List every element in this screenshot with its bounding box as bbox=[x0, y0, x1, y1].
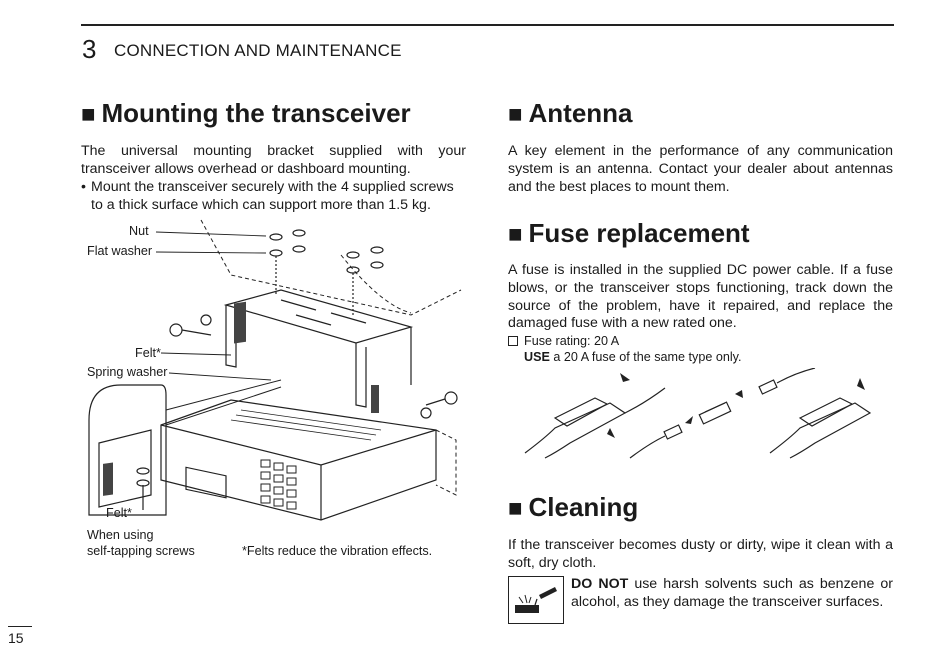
antenna-heading: ■Antenna bbox=[508, 98, 633, 130]
label-spring-washer: Spring washer bbox=[87, 365, 168, 379]
chapter-title: CONNECTION AND MAINTENANCE bbox=[114, 41, 402, 60]
label-felt: Felt* bbox=[135, 346, 161, 360]
cleaning-heading: ■Cleaning bbox=[508, 492, 638, 524]
cleaning-body: If the transceiver becomes dusty or dirt… bbox=[508, 537, 893, 571]
fuse-body: A fuse is installed in the supplied DC p… bbox=[508, 262, 893, 332]
warning-icon bbox=[508, 576, 564, 624]
fuse-rating: Fuse rating: 20 A bbox=[524, 334, 620, 348]
heading-square-icon: ■ bbox=[508, 221, 523, 248]
chemical-warning-icon bbox=[515, 587, 557, 613]
fuse-use-line: USE a 20 A fuse of the same type only. bbox=[524, 349, 742, 365]
warning-text: use harsh solvents such as benzene or al… bbox=[571, 576, 893, 610]
fuse-illustration bbox=[524, 368, 872, 459]
fuse-use-bold: USE bbox=[524, 350, 550, 364]
label-self-tapping: self-tapping screws bbox=[87, 544, 195, 558]
label-flat-washer: Flat washer bbox=[87, 244, 153, 258]
heading-square-icon: ■ bbox=[508, 101, 523, 128]
mounting-title: Mounting the transceiver bbox=[101, 98, 411, 128]
mounting-heading: ■Mounting the transceiver bbox=[81, 98, 411, 130]
bullet-dot-icon: • bbox=[81, 179, 86, 195]
cleaning-title: Cleaning bbox=[528, 492, 639, 522]
antenna-title: Antenna bbox=[528, 98, 633, 128]
chapter-number: 3 bbox=[82, 34, 97, 64]
fuse-heading: ■Fuse replacement bbox=[508, 218, 750, 250]
fuse-rating-line: Fuse rating: 20 A bbox=[508, 333, 619, 349]
warning-bold: DO NOT bbox=[571, 576, 629, 592]
antenna-body: A key element in the performance of any … bbox=[508, 143, 893, 195]
checkbox-icon bbox=[508, 336, 518, 346]
page-number: 15 bbox=[8, 630, 24, 646]
header-rule bbox=[81, 24, 894, 26]
label-nut: Nut bbox=[129, 224, 149, 238]
label-when-using: When using bbox=[87, 528, 154, 542]
label-felt-inset: Felt* bbox=[106, 506, 132, 520]
fuse-use-rest: a 20 A fuse of the same type only. bbox=[549, 350, 742, 364]
heading-square-icon: ■ bbox=[508, 495, 523, 522]
heading-square-icon: ■ bbox=[81, 101, 96, 128]
mounting-bullet: • Mount the transceiver securely with th… bbox=[81, 179, 466, 215]
mounting-intro: The universal mounting bracket supplied … bbox=[81, 143, 466, 177]
felts-note: *Felts reduce the vibration effects. bbox=[242, 544, 433, 558]
page-number-rule bbox=[8, 626, 32, 627]
fuse-title: Fuse replacement bbox=[528, 218, 750, 248]
mounting-illustration bbox=[88, 219, 462, 521]
cleaning-warning: DO NOT use harsh solvents such as benzen… bbox=[571, 576, 893, 612]
mounting-bullet-text: Mount the transceiver securely with the … bbox=[91, 179, 454, 213]
